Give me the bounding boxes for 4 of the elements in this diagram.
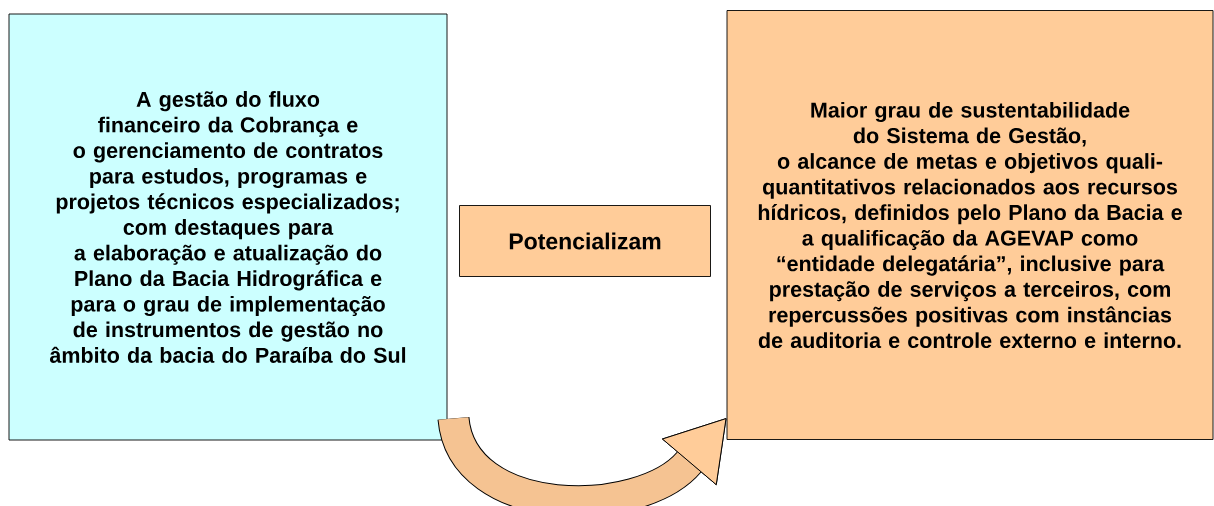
process-box: A gestão do fluxo financeiro da Cobrança e o gerenciamento de contratos para estudos, programas e projetos técnicos especializados; com destaques para a elaboração e atualização do Plano da Bacia Hidrográfica e para o grau de implementação de instrumentos de gestão no âmbito da bacia do Paraíba do Sul — [8, 13, 448, 441]
curved-arrow — [437, 414, 727, 506]
label-box: Potencializam — [459, 205, 711, 277]
process-box: Maior grau de sustentabilidade do Sistema de Gestão, o alcance de metas e objetivos quali-quantitativos relacionados aos recursos hídricos, definidos pelo Plano da Bacia e a qualificação da AGEVAP como “entidade delegatária”, inclusive para prestação de serviços a terceiros, com repercussões positivas com instâncias de auditoria e controle externo e interno. — [726, 10, 1214, 440]
